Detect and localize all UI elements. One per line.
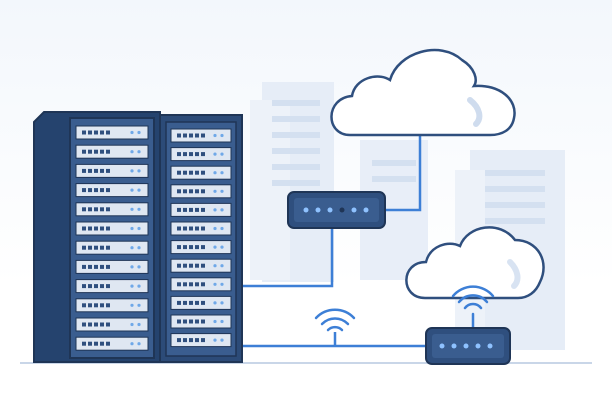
status-led — [137, 246, 141, 250]
status-led — [130, 246, 134, 250]
status-led — [213, 301, 217, 305]
status-led — [220, 189, 224, 193]
rack-unit — [170, 184, 232, 199]
status-led — [351, 207, 357, 213]
rack-unit — [75, 240, 149, 255]
status-led — [220, 338, 224, 342]
status-led — [130, 284, 134, 288]
status-led — [213, 264, 217, 268]
status-led — [130, 150, 134, 154]
status-led — [213, 189, 217, 193]
status-led — [220, 133, 224, 138]
status-led — [220, 301, 224, 305]
status-led — [213, 338, 217, 342]
server-rack-right — [159, 114, 243, 363]
status-led — [137, 322, 141, 327]
status-led — [220, 264, 224, 268]
rack-unit — [75, 183, 149, 198]
status-led — [487, 343, 493, 349]
status-led — [130, 265, 134, 269]
rack-unit — [75, 144, 149, 159]
rack-unit — [75, 336, 149, 351]
rack-unit — [170, 240, 232, 255]
status-led — [339, 207, 345, 213]
rack-unit — [170, 258, 232, 273]
status-led — [213, 245, 217, 249]
rack-unit — [170, 147, 232, 162]
status-led — [137, 303, 141, 307]
status-led — [213, 171, 217, 175]
status-led — [220, 319, 224, 324]
status-led — [137, 130, 141, 135]
rack-unit — [170, 221, 232, 236]
status-led — [137, 169, 141, 173]
wifi-signal-icon — [451, 285, 495, 330]
rack-unit — [75, 125, 149, 140]
status-led — [220, 208, 224, 212]
status-led — [130, 322, 134, 327]
status-led — [220, 282, 224, 286]
status-led — [439, 343, 445, 349]
cloud-upper — [330, 48, 516, 137]
status-led — [327, 207, 333, 213]
status-led — [315, 207, 321, 213]
server-rack-left — [33, 111, 161, 363]
building — [250, 100, 290, 280]
status-led — [130, 130, 134, 135]
rack-unit — [75, 259, 149, 274]
rack-unit — [75, 163, 149, 178]
status-led — [137, 150, 141, 154]
wifi-signal-icon — [314, 308, 356, 332]
rack-unit — [75, 279, 149, 294]
status-led — [213, 282, 217, 286]
network-router-lower — [425, 327, 511, 365]
rack-unit — [75, 202, 149, 217]
status-led — [463, 343, 469, 349]
status-led — [130, 169, 134, 173]
status-led — [130, 188, 134, 192]
rack-unit — [75, 221, 149, 236]
cloud-lower — [405, 226, 545, 300]
rack-unit — [75, 317, 149, 332]
rack-unit — [170, 165, 232, 180]
status-led — [213, 133, 217, 138]
status-led — [137, 188, 141, 192]
status-led — [130, 303, 134, 307]
rack-unit — [170, 202, 232, 217]
status-led — [213, 208, 217, 212]
status-led — [303, 207, 309, 213]
status-led — [220, 152, 224, 156]
network-cables — [240, 135, 426, 348]
status-led — [213, 319, 217, 324]
status-led — [475, 343, 481, 349]
rack-unit — [170, 333, 232, 348]
status-led — [220, 171, 224, 175]
status-led — [130, 226, 134, 231]
rack-unit — [170, 314, 232, 329]
status-led — [137, 284, 141, 288]
status-led — [130, 207, 134, 211]
cable-rack-to-router — [240, 228, 334, 288]
status-led — [220, 226, 224, 231]
cable-router-to-cloud — [385, 135, 422, 212]
rack-unit — [170, 128, 232, 143]
status-led — [137, 342, 141, 346]
rack-unit — [170, 277, 232, 292]
status-led — [137, 265, 141, 269]
rack-unit — [75, 298, 149, 313]
status-led — [213, 226, 217, 231]
status-led — [220, 245, 224, 249]
status-led — [363, 207, 369, 213]
status-led — [130, 342, 134, 346]
rack-unit — [170, 295, 232, 310]
status-led — [451, 343, 457, 349]
status-led — [137, 226, 141, 231]
status-led — [137, 207, 141, 211]
status-led — [213, 152, 217, 156]
network-router-upper — [287, 191, 386, 229]
